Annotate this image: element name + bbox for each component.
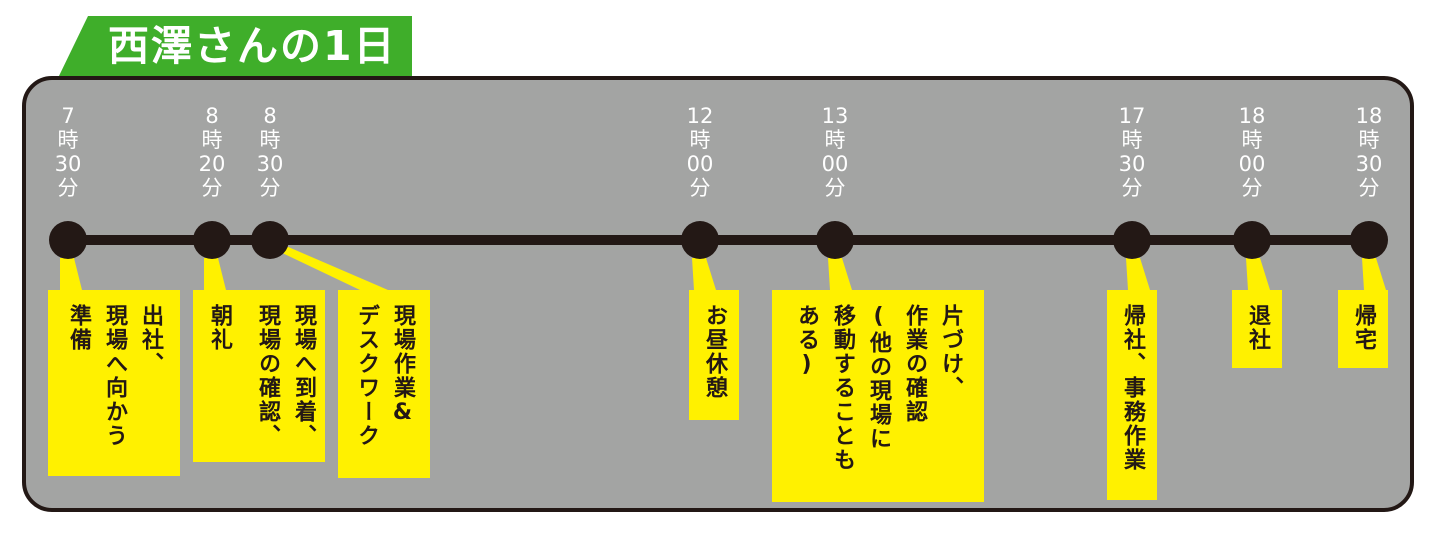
time-unit-h: 時 bbox=[689, 128, 711, 152]
activity-callout: お昼休憩 bbox=[689, 290, 739, 420]
callout-text: 作業の確認 bbox=[902, 304, 927, 424]
time-unit-h: 時 bbox=[1241, 128, 1263, 152]
time-unit-m: 分 bbox=[57, 176, 79, 200]
callout-pointer bbox=[1246, 258, 1270, 290]
activity-callout: 帰宅 bbox=[1338, 290, 1388, 368]
timeline-dot bbox=[251, 221, 289, 259]
activity-callout: 退社 bbox=[1232, 290, 1282, 368]
time-minute: 00 bbox=[1238, 152, 1266, 176]
callout-text: 現場へ到着、 bbox=[291, 304, 316, 448]
timeline-dot bbox=[1350, 221, 1388, 259]
timeline-dot bbox=[1233, 221, 1271, 259]
time-minute: 00 bbox=[821, 152, 849, 176]
time-minute: 20 bbox=[198, 152, 226, 176]
time-minute: 00 bbox=[686, 152, 714, 176]
time-hour: 8 bbox=[205, 104, 219, 128]
callout-text: 退社 bbox=[1245, 304, 1270, 352]
page-title: 西澤さんの1日 bbox=[108, 22, 397, 70]
time-unit-m: 分 bbox=[259, 176, 281, 200]
time-unit-h: 時 bbox=[1358, 128, 1380, 152]
time-hour: 12 bbox=[686, 104, 714, 128]
callout-text: 朝礼 bbox=[207, 304, 232, 352]
callout-text: 片づけ、 bbox=[938, 304, 963, 400]
time-minute: 30 bbox=[256, 152, 284, 176]
callout-pointer bbox=[692, 258, 716, 290]
callout-text: 現場作業& bbox=[390, 304, 415, 427]
activity-callout: 現場へ到着、現場の確認、 bbox=[245, 290, 325, 462]
time-unit-h: 時 bbox=[259, 128, 281, 152]
time-unit-m: 分 bbox=[1121, 176, 1143, 200]
callout-text: 移動することも bbox=[830, 304, 855, 472]
time-unit-m: 分 bbox=[1241, 176, 1263, 200]
time-unit-m: 分 bbox=[1358, 176, 1380, 200]
callout-pointer bbox=[828, 258, 852, 290]
time-unit-m: 分 bbox=[201, 176, 223, 200]
timeline-dot bbox=[816, 221, 854, 259]
activity-callout: 片づけ、作業の確認 (他の現場に移動することもある) bbox=[772, 290, 984, 502]
callout-text: デスクワーク bbox=[354, 304, 379, 448]
time-unit-m: 分 bbox=[824, 176, 846, 200]
time-unit-h: 時 bbox=[201, 128, 223, 152]
time-hour: 17 bbox=[1118, 104, 1146, 128]
callout-text: 帰社、事務作業 bbox=[1120, 304, 1145, 472]
activity-callout: 朝礼 bbox=[193, 290, 245, 462]
activity-callout: 現場作業&デスクワーク bbox=[338, 290, 430, 478]
time-unit-m: 分 bbox=[689, 176, 711, 200]
time-unit-h: 時 bbox=[57, 128, 79, 152]
time-hour: 18 bbox=[1238, 104, 1266, 128]
callout-pointer bbox=[1362, 258, 1386, 290]
callout-pointer bbox=[60, 258, 82, 290]
title-tab bbox=[58, 16, 412, 78]
callout-text: 準備 bbox=[66, 304, 91, 352]
callout-text: 帰宅 bbox=[1351, 304, 1376, 352]
time-minute: 30 bbox=[1118, 152, 1146, 176]
callout-text: ある) bbox=[794, 304, 819, 379]
activity-callout: 帰社、事務作業 bbox=[1107, 290, 1157, 500]
callout-text: 現場の確認、 bbox=[255, 304, 280, 448]
callout-text: 出社、 bbox=[138, 304, 163, 376]
callout-pointer bbox=[1126, 258, 1150, 290]
time-hour: 18 bbox=[1355, 104, 1383, 128]
timeline-dot bbox=[49, 221, 87, 259]
callout-text: 現場へ向かう bbox=[102, 304, 127, 448]
timeline-dot bbox=[193, 221, 231, 259]
timeline-dot bbox=[681, 221, 719, 259]
time-hour: 8 bbox=[263, 104, 277, 128]
time-minute: 30 bbox=[54, 152, 82, 176]
timeline-dot bbox=[1113, 221, 1151, 259]
time-hour: 7 bbox=[61, 104, 75, 128]
time-unit-h: 時 bbox=[1121, 128, 1143, 152]
time-hour: 13 bbox=[821, 104, 849, 128]
time-unit-h: 時 bbox=[824, 128, 846, 152]
callout-text: (他の現場に bbox=[866, 304, 891, 451]
time-minute: 30 bbox=[1355, 152, 1383, 176]
callout-text: お昼休憩 bbox=[702, 304, 727, 400]
callout-pointer bbox=[204, 258, 226, 290]
activity-callout: 出社、現場へ向かう準備 bbox=[48, 290, 180, 476]
callout-pointer bbox=[276, 246, 388, 290]
